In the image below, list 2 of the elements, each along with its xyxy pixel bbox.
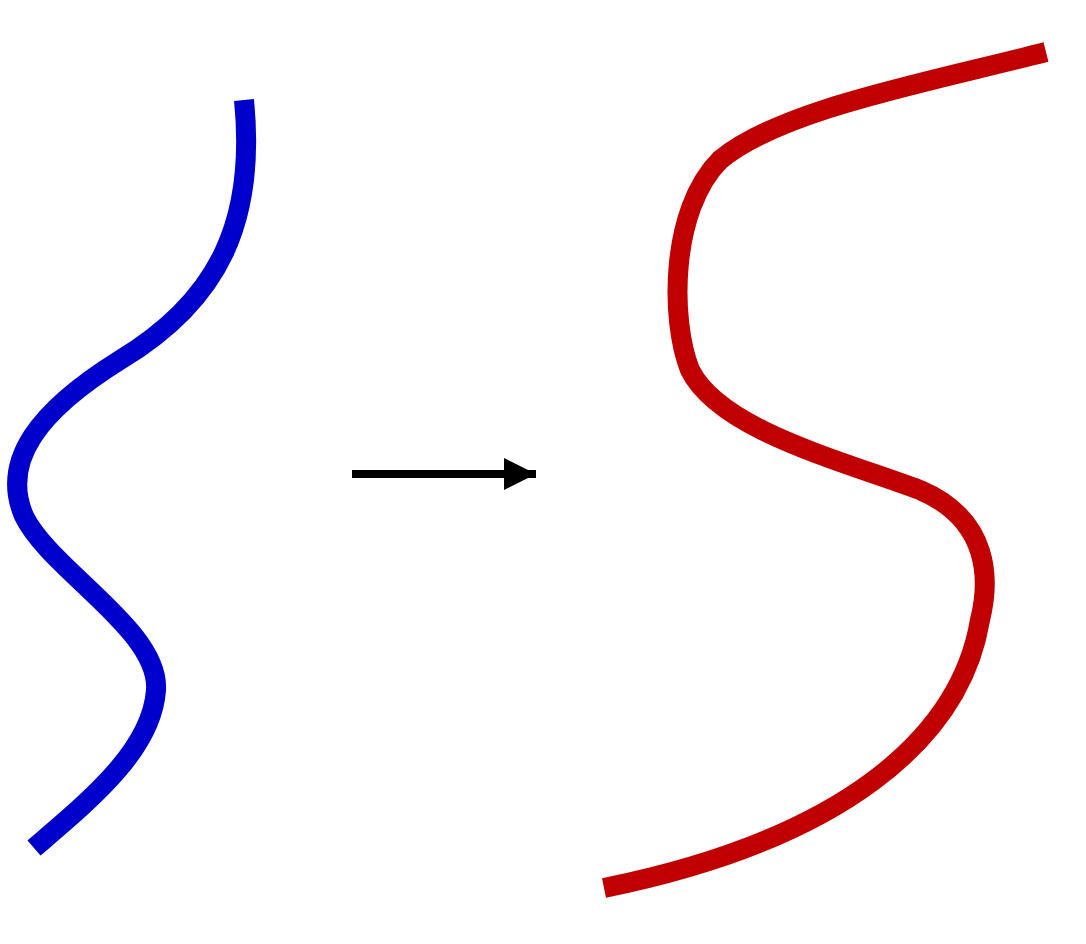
arrow	[352, 458, 536, 490]
s-curve-drawing	[596, 36, 1054, 904]
